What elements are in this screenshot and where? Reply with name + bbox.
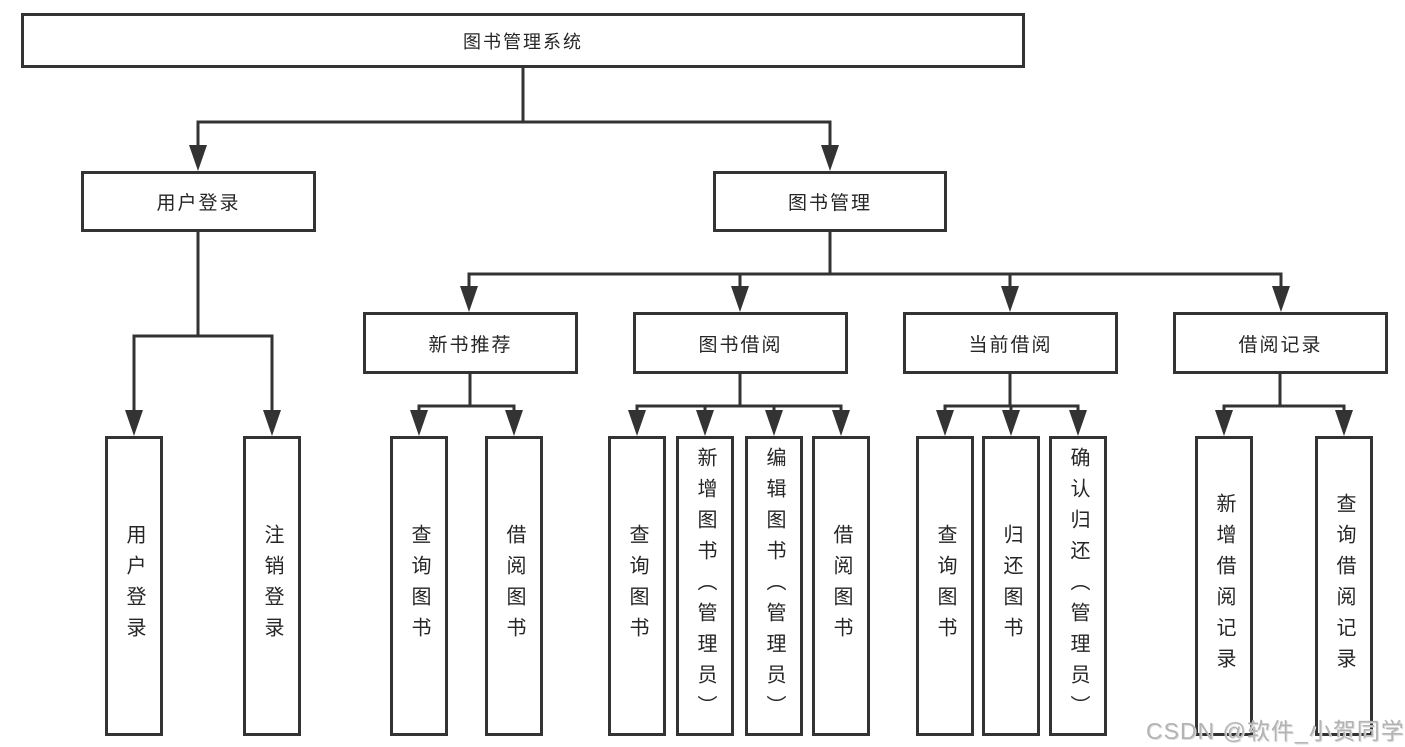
node-label: 用户登录 <box>156 193 241 214</box>
arrowhead-down-icon <box>125 410 143 436</box>
arrowhead-down-icon <box>1001 286 1019 312</box>
node-label: 编辑图书（管理员） <box>763 446 785 726</box>
node-label: 注销登录 <box>261 524 283 648</box>
leaf-query-borrow-record: 查询借阅记录 <box>1315 436 1373 736</box>
node-book-borrowing: 图书借阅 <box>633 312 848 374</box>
node-label: 查询图书 <box>934 524 956 648</box>
arrowhead-down-icon <box>821 145 839 171</box>
node-book-management-system: 图书管理系统 <box>21 13 1025 68</box>
leaf-edit-book-admin: 编辑图书（管理员） <box>745 436 803 736</box>
node-label: 用户登录 <box>123 524 145 648</box>
leaf-confirm-return-admin: 确认归还（管理员） <box>1049 436 1107 736</box>
node-label: 借阅图书 <box>503 524 525 648</box>
arrowhead-down-icon <box>765 410 783 436</box>
leaf-user-login: 用户登录 <box>105 436 163 736</box>
watermark: CSDN @软件_小贺同学 <box>1146 718 1405 744</box>
leaf-return-books: 归还图书 <box>982 436 1040 736</box>
arrowhead-down-icon <box>410 410 428 436</box>
node-label: 图书借阅 <box>698 334 783 356</box>
arrowhead-down-icon <box>1335 410 1353 436</box>
leaf-query-books-current: 查询图书 <box>916 436 974 736</box>
leaf-add-borrow-record: 新增借阅记录 <box>1195 436 1253 736</box>
arrowhead-down-icon <box>1002 410 1020 436</box>
arrowhead-down-icon <box>832 410 850 436</box>
node-label: 归还图书 <box>1000 524 1022 648</box>
arrowhead-down-icon <box>1069 410 1087 436</box>
arrowhead-down-icon <box>505 410 523 436</box>
arrowhead-down-icon <box>696 410 714 436</box>
arrowhead-down-icon <box>628 410 646 436</box>
leaf-add-book-admin: 新增图书（管理员） <box>676 436 734 736</box>
node-label: 借阅记录 <box>1238 334 1323 356</box>
node-label: 当前借阅 <box>968 334 1053 356</box>
node-current-borrowing: 当前借阅 <box>903 312 1118 374</box>
node-label: 图书管理 <box>787 193 872 214</box>
arrowhead-down-icon <box>263 410 281 436</box>
node-label: 查询图书 <box>408 524 430 648</box>
node-book-management: 图书管理 <box>713 171 947 232</box>
node-label: 查询借阅记录 <box>1333 493 1355 679</box>
leaf-borrow-books-borrowing: 借阅图书 <box>812 436 870 736</box>
node-label: 图书管理系统 <box>463 31 583 52</box>
node-label: 借阅图书 <box>830 524 852 648</box>
arrowhead-down-icon <box>189 145 207 171</box>
leaf-query-books-recommend: 查询图书 <box>390 436 448 736</box>
arrowhead-down-icon <box>1272 286 1290 312</box>
leaf-borrow-books-recommend: 借阅图书 <box>485 436 543 736</box>
node-label: 查询图书 <box>626 524 648 648</box>
node-label: 新增借阅记录 <box>1213 493 1235 679</box>
node-label: 新增图书（管理员） <box>694 446 716 726</box>
leaf-query-books-borrowing: 查询图书 <box>608 436 666 736</box>
arrowhead-down-icon <box>936 410 954 436</box>
node-new-book-recommend: 新书推荐 <box>363 312 578 374</box>
node-borrow-records: 借阅记录 <box>1173 312 1388 374</box>
arrowhead-down-icon <box>731 286 749 312</box>
node-label: 确认归还（管理员） <box>1067 446 1089 726</box>
leaf-logout: 注销登录 <box>243 436 301 736</box>
arrowhead-down-icon <box>1215 410 1233 436</box>
node-user-login: 用户登录 <box>81 171 316 232</box>
arrowhead-down-icon <box>460 286 478 312</box>
node-label: 新书推荐 <box>428 334 513 356</box>
